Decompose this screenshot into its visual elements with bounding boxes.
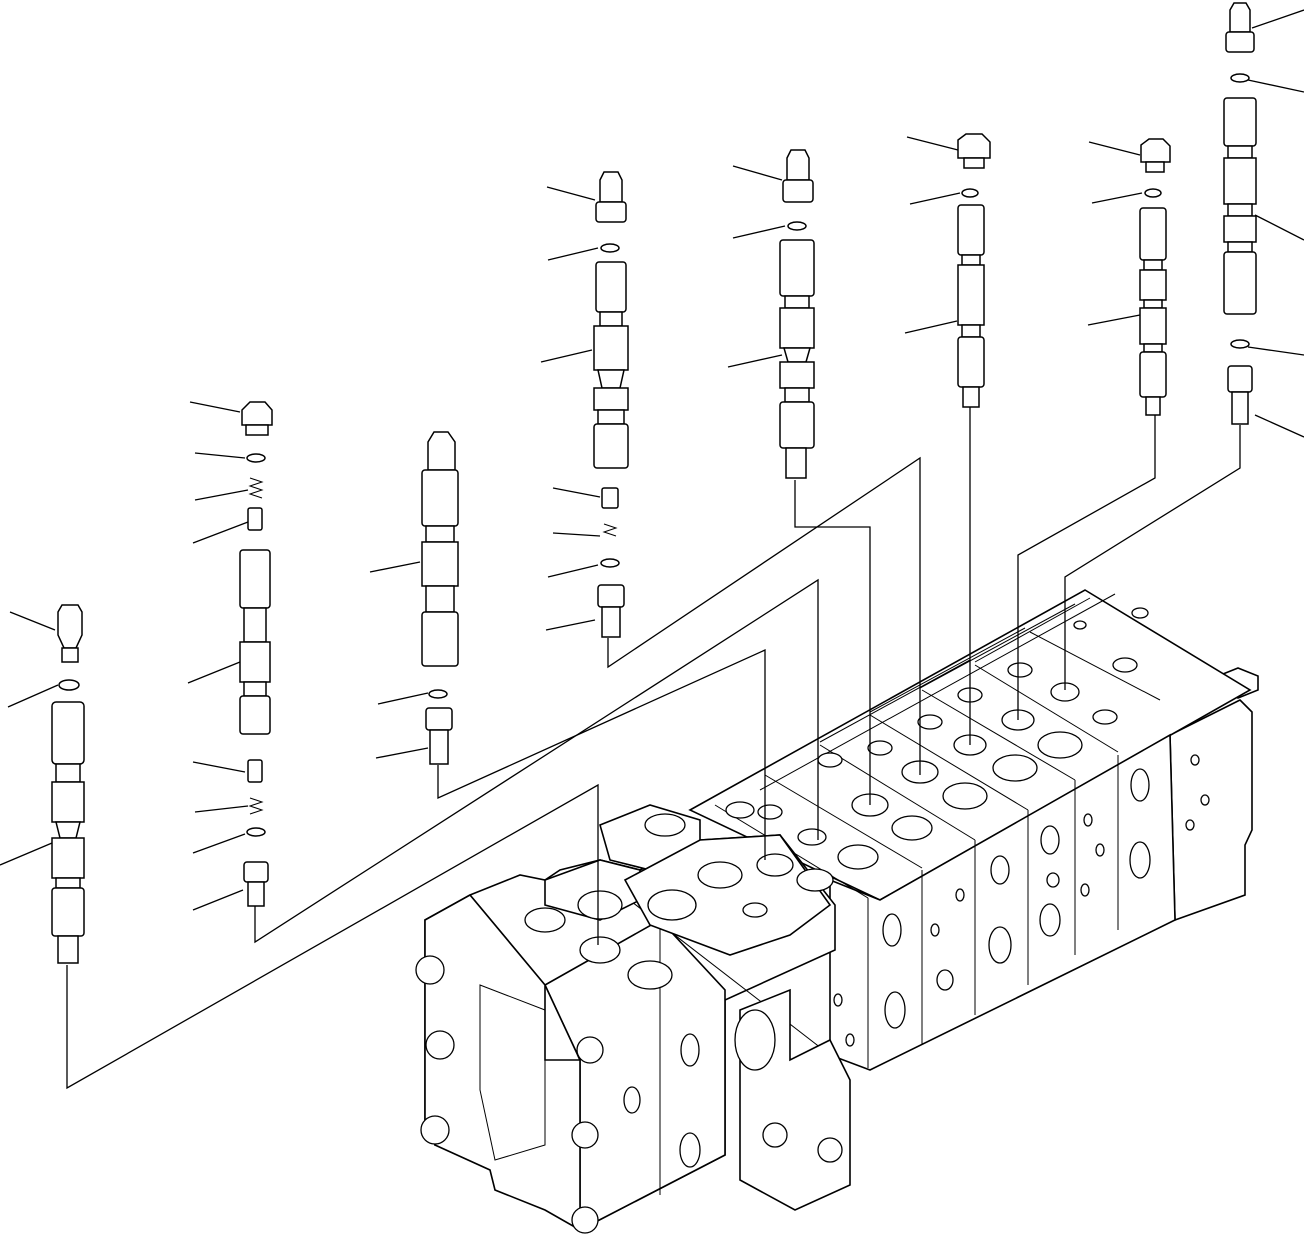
routing-lines <box>66 405 1241 1090</box>
spool-assembly-8 <box>1223 2 1257 425</box>
spool-assembly-1 <box>51 604 85 964</box>
spool-assembly-5 <box>779 149 815 479</box>
spool-assembly-4 <box>593 171 629 638</box>
spool-assembly-6 <box>957 133 991 408</box>
spool-assembly-2 <box>239 401 273 907</box>
leader-lines <box>0 9 1304 911</box>
spool-assembly-3 <box>421 431 459 765</box>
control-valve-body <box>415 589 1259 1234</box>
spool-assembly-7 <box>1139 138 1171 416</box>
